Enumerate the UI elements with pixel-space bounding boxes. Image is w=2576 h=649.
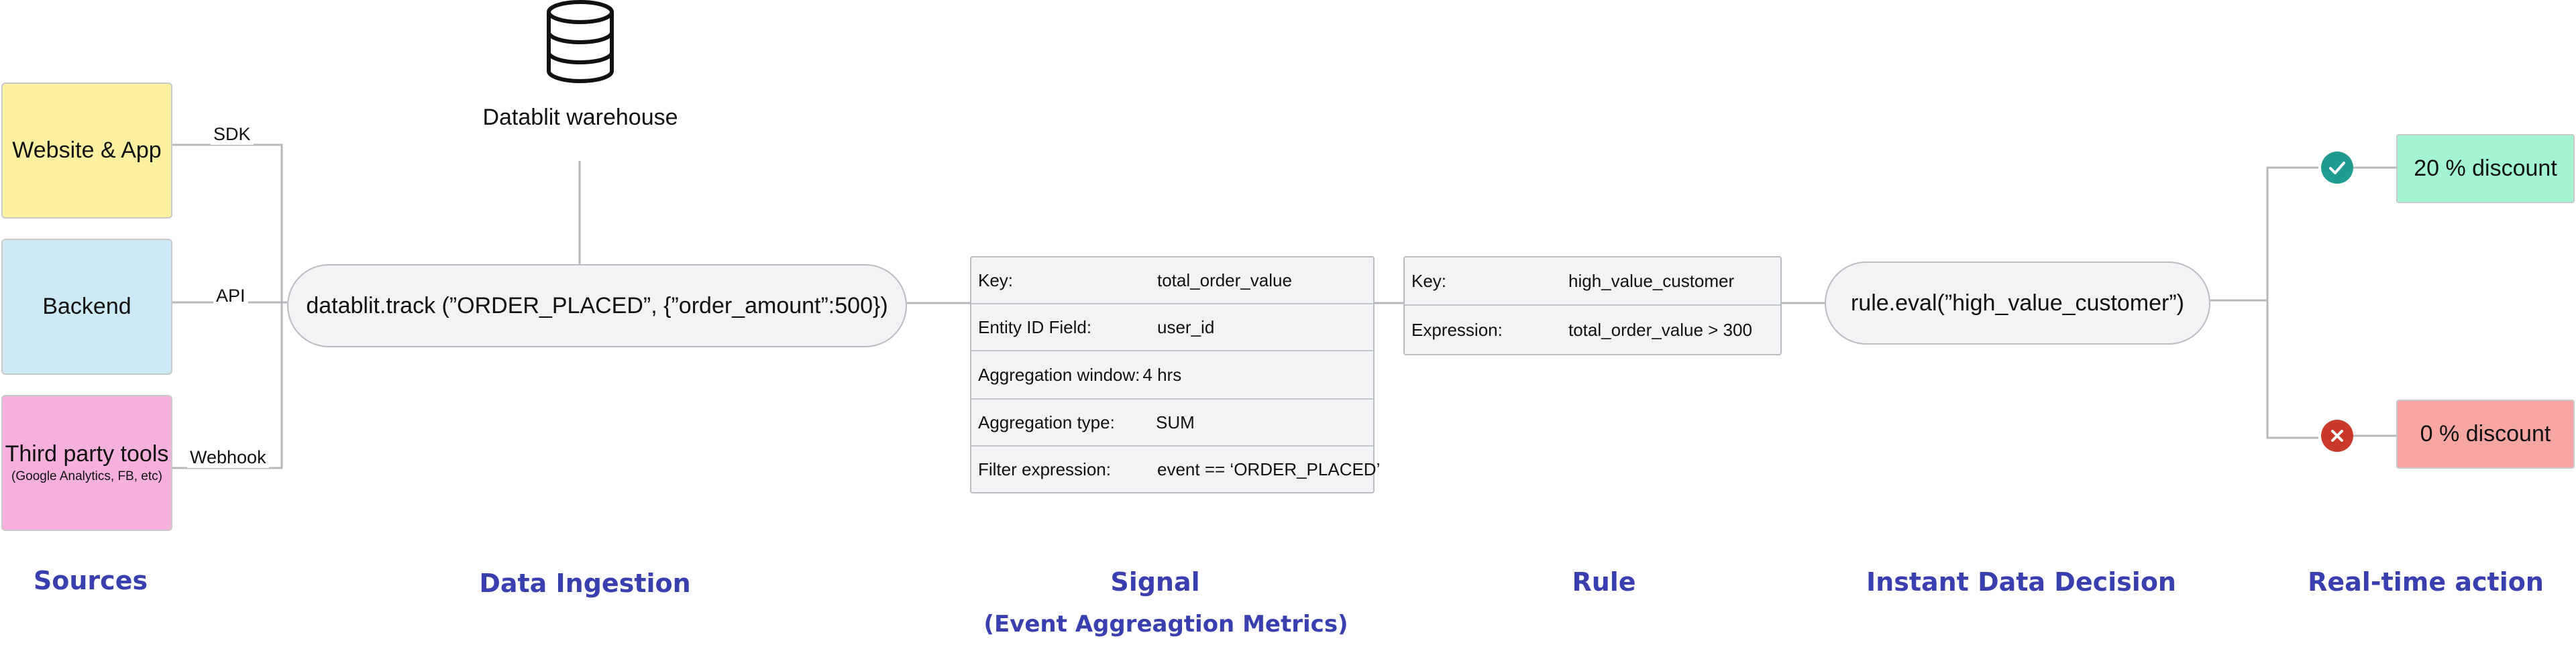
database-icon [547, 0, 614, 83]
source-label: Website & App [12, 137, 162, 163]
source-label: Backend [42, 293, 131, 319]
action-label: 20 % discount [2414, 156, 2557, 181]
signal-value: SUM [1156, 412, 1195, 432]
signal-row: Aggregation type: SUM [971, 400, 1373, 447]
stage-subtitle-signal: (Event Aggreagtion Metrics) [983, 611, 1348, 638]
signal-key: Aggregation type: [978, 412, 1115, 432]
signal-value: total_order_value [1157, 270, 1292, 290]
action-label: 0 % discount [2420, 421, 2551, 447]
rule-key: Expression: [1411, 319, 1503, 340]
source-website-app: Website & App [1, 82, 172, 219]
signal-table: Key: total_order_value Entity ID Field: … [970, 256, 1380, 493]
source-label: Third party tools [5, 441, 169, 467]
signal-value: 4 hrs [1142, 364, 1182, 385]
cross-icon [2321, 420, 2353, 452]
connector-label-sdk: SDK [211, 124, 254, 145]
source-third-party: Third party tools (Google Analytics, FB,… [1, 395, 172, 531]
signal-key: Aggregation window: [978, 364, 1140, 385]
action-approve: 20 % discount [2396, 134, 2575, 203]
rule-value: high_value_customer [1568, 270, 1735, 291]
rule-row: Key: high_value_customer [1405, 257, 1780, 306]
signal-value: event == ‘ORDER_PLACED’ [1157, 459, 1381, 479]
signal-key: Entity ID Field: [978, 316, 1092, 337]
decision-call: rule.eval(”high_value_customer”) [1850, 290, 2184, 316]
stage-title-signal: Signal [1110, 567, 1200, 597]
ingestion-node: datablit.track (”ORDER_PLACED”, {”order_… [287, 264, 907, 347]
signal-row: Aggregation window: 4 hrs [971, 351, 1373, 400]
source-backend: Backend [1, 239, 172, 375]
rule-table: Key: high_value_customer Expression: tot… [1403, 256, 1782, 355]
signal-row: Key: total_order_value [971, 257, 1373, 304]
action-reject: 0 % discount [2396, 400, 2575, 469]
rule-value: total_order_value > 300 [1568, 319, 1752, 340]
signal-row: Filter expression: event == ‘ORDER_PLACE… [971, 447, 1380, 492]
stage-title-ingestion: Data Ingestion [479, 569, 691, 598]
connector-label-webhook: Webhook [187, 447, 269, 468]
source-sublabel: (Google Analytics, FB, etc) [11, 469, 162, 483]
rule-row: Expression: total_order_value > 300 [1405, 306, 1780, 354]
decision-node: rule.eval(”high_value_customer”) [1825, 261, 2210, 345]
check-icon [2321, 152, 2353, 184]
warehouse-label: Datablit warehouse [482, 105, 678, 130]
connector-label-api: API [213, 286, 248, 306]
signal-key: Filter expression: [978, 459, 1111, 479]
rule-key: Key: [1411, 270, 1447, 291]
branch-line [2266, 166, 2318, 439]
signal-row: Entity ID Field: user_id [971, 304, 1373, 351]
stage-title-action: Real-time action [2308, 567, 2544, 597]
sources-bus-line [172, 143, 283, 469]
stage-title-sources: Sources [33, 566, 148, 595]
ingestion-call: datablit.track (”ORDER_PLACED”, {”order_… [306, 292, 888, 318]
signal-key: Key: [978, 270, 1014, 290]
stage-title-rule: Rule [1572, 567, 1636, 597]
signal-value: user_id [1157, 316, 1215, 337]
stage-title-decision: Instant Data Decision [1866, 567, 2176, 597]
